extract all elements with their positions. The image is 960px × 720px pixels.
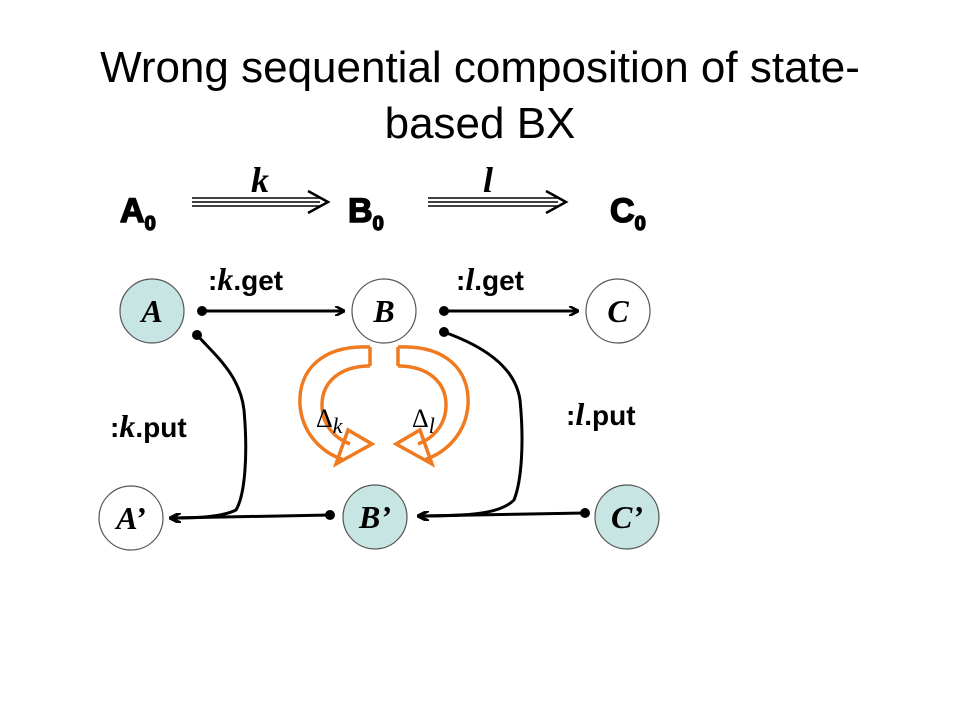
- delta-l-label: Δl: [412, 404, 435, 438]
- node-c-prime: C’: [594, 484, 660, 550]
- top-row: A0 B0 C0 k l: [119, 160, 646, 236]
- edge-l-get: [439, 306, 578, 316]
- delta-l-loop: [392, 345, 470, 468]
- node-b-prime: B’: [342, 484, 408, 550]
- edge-l-get-label: :l.get: [456, 261, 524, 297]
- edge-k-get-label: :k.get: [208, 261, 283, 297]
- node-c: C: [585, 278, 651, 344]
- svg-text:B: B: [372, 293, 394, 329]
- b0-label: B0: [348, 192, 384, 235]
- slide-title: Wrong sequential composition of state- b…: [40, 40, 920, 152]
- arrow-k: [192, 189, 331, 215]
- node-a: A: [119, 278, 185, 344]
- edge-k-put-label: :k.put: [110, 408, 187, 444]
- arrow-l-label: l: [483, 160, 493, 200]
- title-line-1: Wrong sequential composition of state-: [100, 43, 860, 92]
- arrow-k-label: k: [251, 160, 269, 200]
- edge-l-put: [418, 327, 590, 518]
- title-line-2: based BX: [384, 99, 576, 148]
- edge-k-get: [197, 306, 344, 316]
- delta-k-loop: [298, 345, 376, 468]
- svg-text:C: C: [607, 293, 629, 329]
- svg-text:A: A: [139, 293, 162, 329]
- node-a-prime: A’: [98, 485, 164, 551]
- delta-k-label: Δk: [316, 404, 344, 438]
- edge-k-put: [170, 330, 335, 520]
- svg-text:C’: C’: [611, 499, 643, 535]
- c0-label: C0: [610, 192, 646, 235]
- a0-label: A0: [120, 192, 156, 235]
- arrow-l: [428, 189, 569, 215]
- edge-l-put-label: :l.put: [566, 396, 636, 432]
- svg-text:A’: A’: [114, 500, 146, 536]
- node-b: B: [351, 278, 417, 344]
- svg-text:B’: B’: [358, 499, 391, 535]
